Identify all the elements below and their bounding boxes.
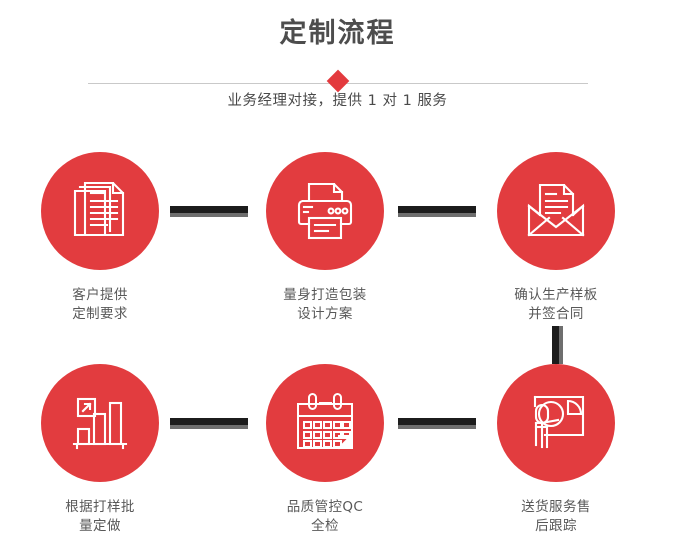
title-divider [88,69,588,96]
presenter-pie-chart-icon [522,389,590,457]
flow-step-3[interactable]: 确认生产样板 并签合同 [471,152,641,324]
flow-step-2-circle [266,152,384,270]
connector-shadow [398,425,476,429]
connector-bar [170,418,248,425]
flow-step-5-label: 品质管控QC 全检 [286,499,364,534]
flow-step-4-label: 根据打样批 量定做 [65,499,135,534]
connector-bar [170,206,248,213]
flow-step-3-label: 确认生产样板 并签合同 [514,287,598,322]
page-subtitle: 业务经理对接，提供 1 对 1 服务 [227,93,448,109]
flow-step-6-circle [497,364,615,482]
flow-step-2-label: 量身打造包装 设计方案 [283,287,367,322]
page-header: 定制流程 业务经理对接，提供 1 对 1 服务 [0,0,675,130]
connector-bar [398,206,476,213]
connector-shadow [170,425,248,429]
connector-shadow [170,213,248,217]
connector-shadow [398,213,476,217]
flow-step-1-circle [41,152,159,270]
printer-icon [292,178,358,244]
flow-step-4-circle [41,364,159,482]
flow-step-6-label: 送货服务售 后跟踪 [521,499,591,534]
diamond-marker-icon [326,69,350,93]
flow-step-1[interactable]: 客户提供 定制要求 [15,152,185,324]
connector-step3-step6 [552,326,563,364]
envelope-letter-icon [522,177,590,245]
page-title: 定制流程 [279,18,396,49]
stacked-documents-icon [67,178,133,244]
connector-step1-step2 [170,206,248,217]
connector-step4-step5 [170,418,248,429]
flow-step-4[interactable]: 根据打样批 量定做 [15,364,185,536]
connector-step5-step6 [398,418,476,429]
flow-step-5-circle [266,364,384,482]
flow-step-2[interactable]: 量身打造包装 设计方案 [240,152,410,324]
flow-step-3-circle [497,152,615,270]
flow-step-6[interactable]: 送货服务售 后跟踪 [471,364,641,536]
bar-chart-growth-icon [68,391,132,455]
flow-step-1-label: 客户提供 定制要求 [72,287,128,322]
connector-bar [552,326,559,364]
calendar-icon [292,390,358,456]
connector-shadow [559,326,563,364]
flow-step-5[interactable]: 品质管控QC 全检 [240,364,410,536]
connector-step2-step3 [398,206,476,217]
process-flow: 客户提供 定制要求 量身 [0,140,675,550]
connector-bar [398,418,476,425]
